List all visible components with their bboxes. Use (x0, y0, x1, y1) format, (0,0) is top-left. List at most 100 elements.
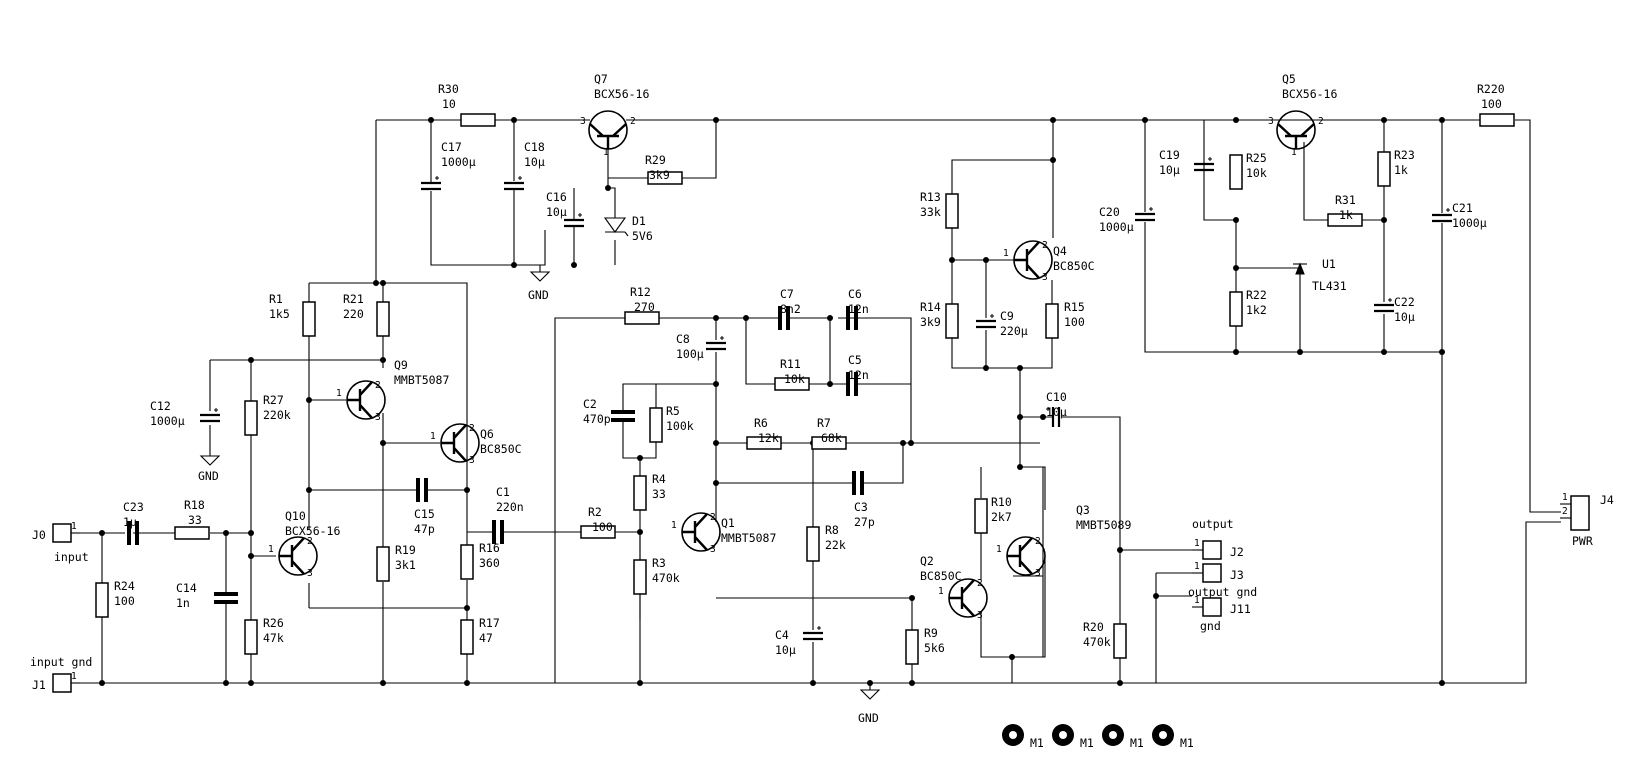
component-value: 1µ (123, 515, 137, 529)
pin-number: 2 (710, 512, 716, 523)
pin-number: 2 (1035, 536, 1041, 547)
component-ref: U1 (1322, 257, 1336, 271)
pin-number: 2 (1318, 116, 1324, 127)
connector-body (1202, 540, 1222, 560)
pin-number: 2 (630, 116, 636, 127)
junctions (99, 117, 1445, 686)
capacitor-plates (1135, 212, 1155, 222)
component-value: 3k9 (649, 168, 670, 182)
component-value: 100 (1064, 315, 1085, 329)
component-ref: J2 (1230, 545, 1244, 559)
component-ref: C23 (123, 500, 144, 514)
component-ref: C10 (1046, 390, 1067, 404)
component-ref: R22 (1246, 288, 1267, 302)
component-value: 220 (343, 307, 364, 321)
connector-body (52, 523, 72, 543)
resistor-body (633, 475, 647, 511)
pin-number: 3 (469, 455, 475, 466)
pin-number: 1 (430, 431, 436, 442)
component-ref: D1 (632, 214, 646, 228)
resistor-body (811, 436, 847, 450)
component-value: 470k (652, 571, 680, 585)
component-ref: R3 (652, 556, 666, 570)
resistor-body (460, 619, 474, 655)
resistor-body (376, 546, 390, 582)
polarity-mark (990, 314, 994, 318)
transistor-leads (589, 123, 627, 149)
pin-number: 1 (336, 388, 342, 399)
shunt-reference-symbol (1293, 262, 1307, 275)
polarity-mark (1446, 208, 1450, 212)
polarity-mark (1149, 207, 1153, 211)
component-value: BCX56-16 (1282, 87, 1337, 101)
capacitor-plates (846, 306, 858, 330)
connector-body (1202, 597, 1222, 617)
capacitor-plates (1194, 162, 1214, 172)
connector-name: gnd (1200, 619, 1221, 633)
resistor-body (633, 559, 647, 595)
component-value: 100k (666, 419, 694, 433)
component-value: 1k (1394, 163, 1408, 177)
connector-name: input (54, 550, 89, 564)
capacitor-plates (1432, 213, 1452, 223)
resistor-body (624, 311, 660, 325)
resistor-body (806, 526, 820, 562)
polarity-mark (720, 336, 724, 340)
capacitor-plates (1051, 407, 1061, 427)
resistor-body (244, 400, 258, 436)
pin-number: 1 (268, 544, 274, 555)
resistor-body (649, 407, 663, 443)
component-value: 33 (652, 487, 666, 501)
component-value: 5V6 (632, 229, 653, 243)
component-ref: C8 (676, 332, 690, 346)
capacitor-plates (976, 319, 996, 329)
component-value: 10µ (1159, 163, 1180, 177)
component-value: BCX56-16 (594, 87, 649, 101)
pin-number: 1 (1194, 561, 1200, 572)
capacitor-plates (504, 181, 524, 191)
component-value: 220n (496, 500, 524, 514)
gnd-label: GND (858, 711, 879, 725)
component-ref: R31 (1335, 193, 1356, 207)
pin-number: 1 (1291, 147, 1297, 158)
component-ref: R6 (754, 416, 768, 430)
component-value: 1000µ (1452, 216, 1487, 230)
pin-number: 1 (603, 147, 609, 158)
component-ref: R14 (920, 300, 941, 314)
capacitor-plates (564, 218, 584, 228)
transistor-leads (441, 424, 467, 462)
component-value: 1000µ (1099, 220, 1134, 234)
mounting-hole-label: M1 (1030, 736, 1044, 750)
component-ref: Q1 (721, 516, 735, 530)
pin-number: 1 (1194, 595, 1200, 606)
component-value: 100 (1481, 97, 1502, 111)
component-ref: R19 (395, 543, 416, 557)
component-ref: R11 (780, 357, 801, 371)
component-value: BC850C (920, 569, 962, 583)
polarity-mark (817, 626, 821, 630)
component-ref: C5 (848, 353, 862, 367)
ground-symbols (199, 271, 881, 700)
component-ref: C18 (524, 140, 545, 154)
component-value: 220µ (1000, 324, 1028, 338)
component-value: 10k (784, 372, 805, 386)
